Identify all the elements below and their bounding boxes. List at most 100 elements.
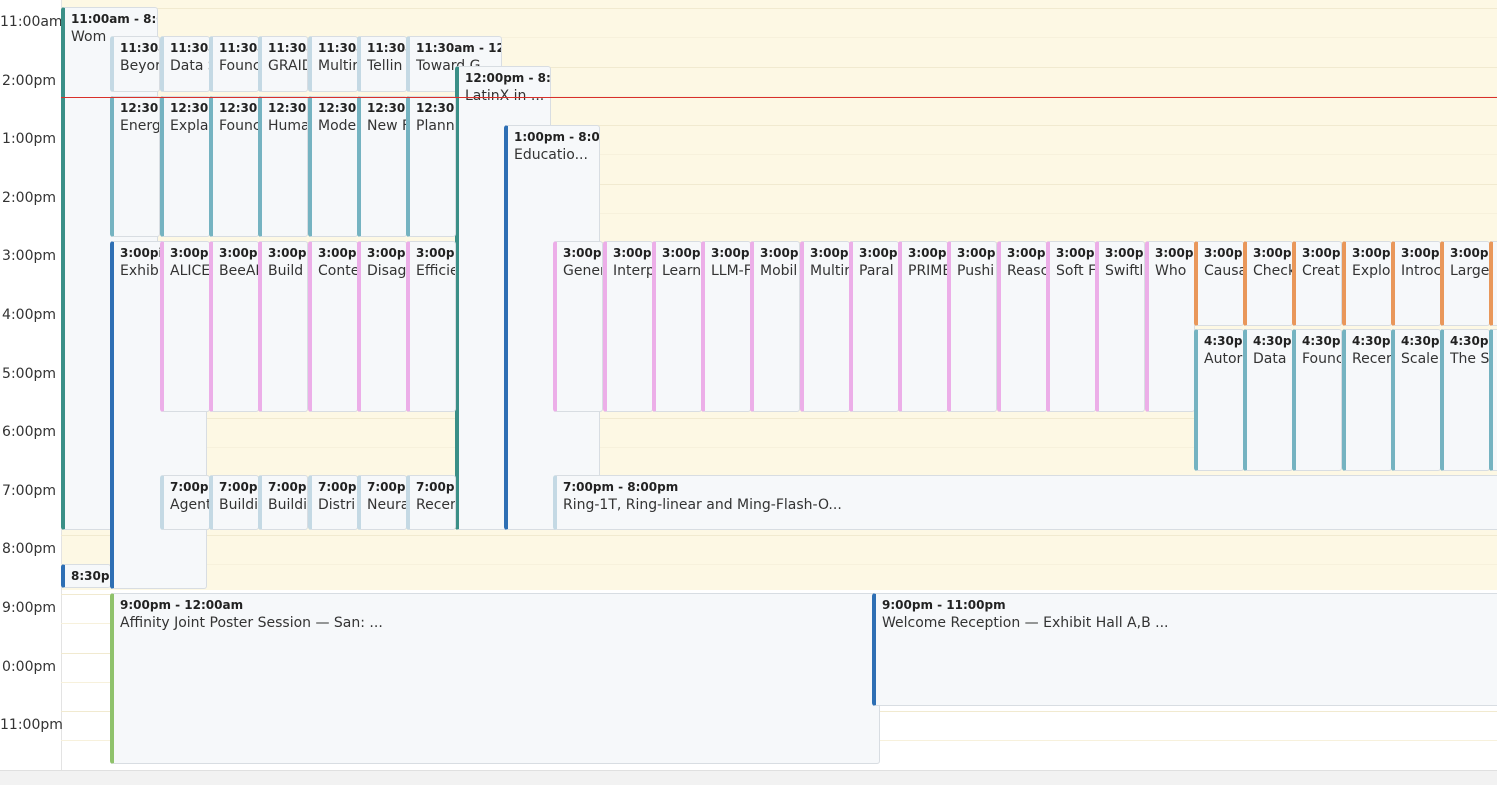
event-time: 3:00pi — [810, 246, 849, 260]
event-block[interactable] — [1489, 329, 1497, 471]
event-title: Large — [1450, 263, 1489, 279]
event-title: Conte — [318, 263, 357, 279]
event-title: Buildi — [268, 497, 307, 513]
half-hour-gridline — [61, 447, 1497, 448]
event-block[interactable]: 11:30aiMultir — [308, 36, 358, 92]
event-time: 12:30pi — [367, 101, 406, 115]
event-block[interactable]: 11:30aiFounc — [209, 36, 259, 92]
event-time: 3:00pi — [1155, 246, 1194, 260]
event-block[interactable]: 12:30piEnerg — [110, 96, 160, 237]
event-time: 3:00pi — [416, 246, 455, 260]
event-title: Mobil — [760, 263, 798, 279]
event-title: The S — [1450, 351, 1489, 367]
event-block[interactable]: 11:30aiData S — [160, 36, 210, 92]
time-label: 7:00pm — [2, 483, 56, 499]
event-block[interactable]: 12:30piPlann — [406, 96, 456, 237]
event-block[interactable]: 12:30piHuma — [258, 96, 308, 237]
event-block[interactable]: 12:30piMode — [308, 96, 358, 237]
event-block[interactable] — [1489, 241, 1497, 326]
event-time: 3:00pi — [957, 246, 996, 260]
hour-gridline — [61, 67, 1497, 68]
event-title: BeeAI — [219, 263, 258, 279]
event-block[interactable]: 11:30aiBeyor — [110, 36, 160, 92]
event-title: Affinity Joint Poster Session — San: ... — [120, 615, 383, 631]
event-title: Data S — [170, 58, 209, 74]
event-time: 3:00pi — [219, 246, 258, 260]
event-time: 3:00pi — [1302, 246, 1341, 260]
event-title: Founc — [1302, 351, 1341, 367]
event-time: 11:30ai — [268, 41, 307, 55]
event-time: 4:30pi — [1253, 334, 1292, 348]
event-title: Recer — [416, 497, 455, 513]
event-time: 3:00pi — [760, 246, 799, 260]
event-title: Gener — [563, 263, 602, 279]
horizontal-scrollbar[interactable] — [0, 770, 1497, 785]
hour-gridline — [61, 418, 1497, 419]
event-title: Founc — [219, 58, 258, 74]
event-block[interactable]: 12:30piNew F — [357, 96, 407, 237]
event-block[interactable]: 8:30pm — [61, 564, 111, 588]
event-time: 3:00pi — [318, 246, 357, 260]
current-time-indicator — [61, 97, 1497, 98]
event-time: 3:00pi — [711, 246, 750, 260]
event-time: 3:00pi — [1450, 246, 1489, 260]
event-title: Founc — [219, 118, 258, 134]
hour-gridline — [61, 8, 1497, 9]
time-label: 2:00pm — [2, 190, 56, 206]
event-block[interactable]: 12:30piExpla — [160, 96, 210, 237]
event-block[interactable]: 11:30aiGRAID — [258, 36, 308, 92]
half-hour-gridline — [61, 154, 1497, 155]
hour-gridline — [61, 125, 1497, 126]
event-time: 3:00pi — [120, 246, 163, 260]
event-title: Multir — [810, 263, 849, 279]
event-title: Scale — [1401, 351, 1439, 367]
event-title: Neura — [367, 497, 406, 513]
event-block[interactable]: 11:30aiTellin — [357, 36, 407, 92]
event-title: Learn — [662, 263, 701, 279]
time-gutter — [0, 0, 62, 770]
